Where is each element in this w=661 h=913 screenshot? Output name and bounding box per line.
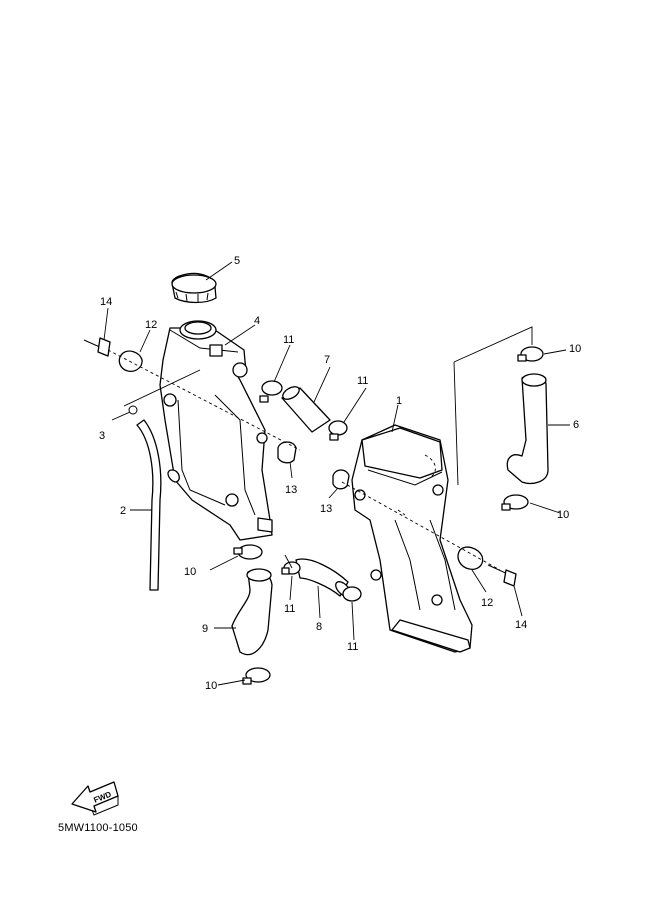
hose-clip [128,405,138,415]
callout-2: 2 [120,505,126,517]
callout-11a: 11 [283,334,294,346]
callout-labels: 1 2 3 4 5 6 7 8 9 10 10 10 10 11 11 11 1… [99,255,581,692]
callout-10a: 10 [569,343,581,355]
clamp-lower-left-top [233,544,263,560]
callout-14b: 14 [515,619,527,631]
callout-11d: 11 [347,641,358,653]
clamp-upper-right-bottom [501,494,529,511]
left-radiator [159,320,273,541]
collar-right [332,469,350,490]
callout-11b: 11 [357,375,368,387]
joint-hose [281,386,331,433]
callout-1: 1 [396,395,402,407]
callout-7: 7 [324,354,330,366]
clamp-11-upper-left [259,380,283,403]
callout-4: 4 [254,315,260,327]
damper-right [457,546,484,570]
fwd-arrow-icon: FWD [71,781,119,816]
callout-5: 5 [234,255,240,267]
callout-12b: 12 [481,597,493,609]
callout-13a: 13 [285,484,297,496]
callout-9: 9 [202,623,208,635]
radiator-cap [171,272,217,304]
right-radiator [351,424,473,653]
lower-radiator-hose [231,568,273,656]
callout-11c: 11 [284,603,295,615]
clamp-upper-right-top [517,346,544,362]
callout-12a: 12 [145,319,157,331]
callout-3: 3 [99,430,105,442]
assembly-lines [107,326,533,571]
damper-left [118,350,143,372]
bolt-right [487,564,517,587]
callout-10d: 10 [205,680,217,692]
callout-10b: 10 [557,509,569,521]
figure-code: 5MW1100-1050 [58,822,138,834]
overflow-hose [136,419,162,591]
clamp-11-lower-right [342,586,362,602]
upper-radiator-hose [506,373,549,485]
callout-8: 8 [316,621,322,633]
clamp-11-upper-right [328,420,348,441]
collar-left [277,441,297,464]
leader-lines [103,261,570,686]
bolt-left [83,337,111,357]
callout-13b: 13 [320,503,332,515]
clamp-lower-left-bottom [242,667,271,685]
callout-14a: 14 [100,296,112,308]
clamp-11-lower-left [281,561,301,575]
callout-6: 6 [573,419,579,431]
callout-10c: 10 [184,566,196,578]
